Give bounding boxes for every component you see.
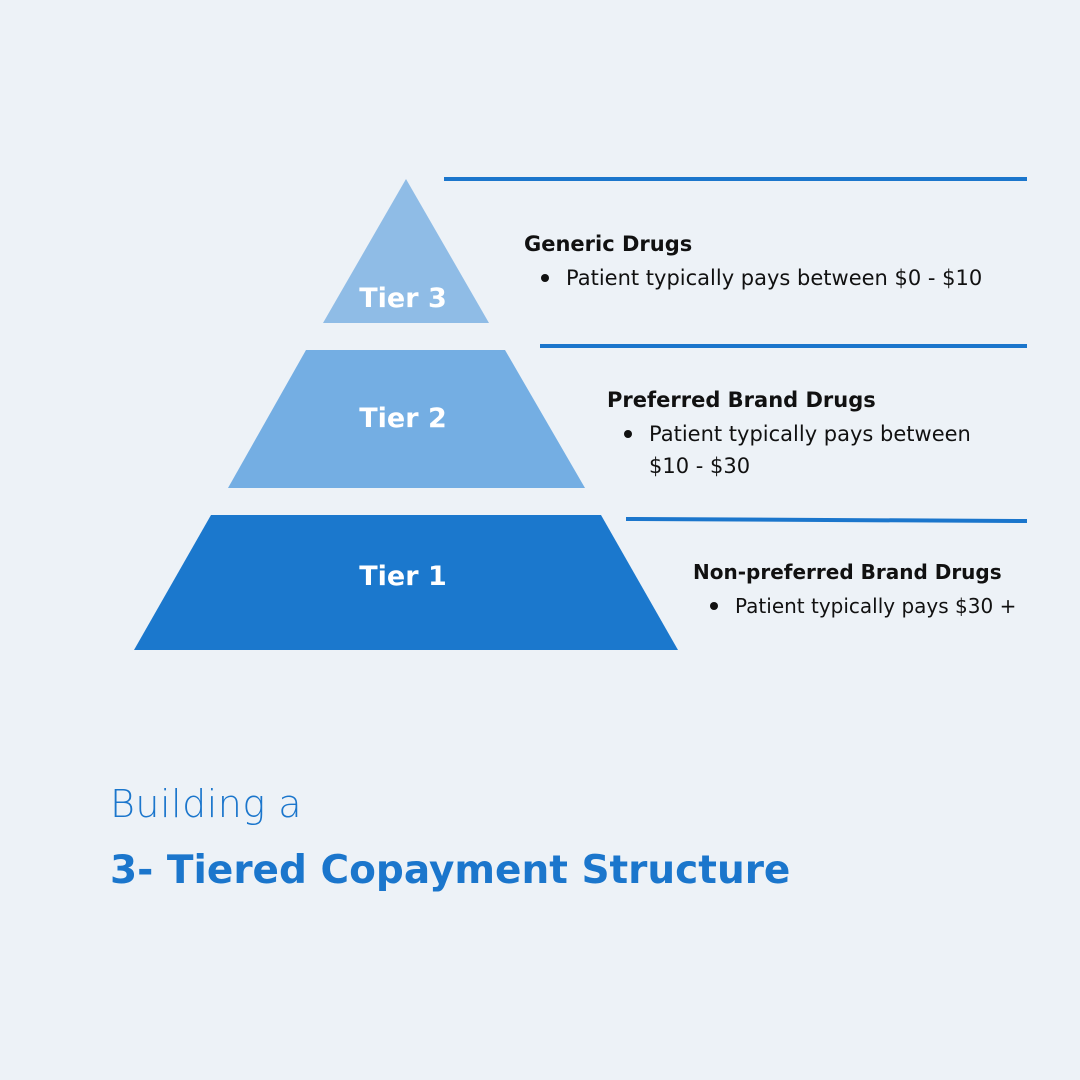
- tier2-bullet: Patient typically pays between $10 - $30: [623, 418, 1007, 482]
- tier1-bullet: Patient typically pays $30 +: [709, 590, 1073, 622]
- divider-line-tier1: [625, 517, 1028, 523]
- tier3-bullet: Patient typically pays between $0 - $10: [540, 262, 1044, 294]
- heading-title: 3- Tiered Copayment Structure: [110, 848, 791, 893]
- heading-subtitle: Building a: [110, 782, 303, 826]
- tier2-label: Tier 2: [359, 403, 447, 434]
- tier1-title: Non-preferred Brand Drugs: [693, 560, 1002, 584]
- pyramid-tier3-segment: [323, 179, 489, 323]
- tier3-title: Generic Drugs: [524, 232, 693, 256]
- tier3-info: Generic Drugs Patient typically pays bet…: [524, 230, 1044, 294]
- tier2-title: Preferred Brand Drugs: [607, 388, 876, 412]
- tier2-info: Preferred Brand Drugs Patient typically …: [607, 386, 1007, 482]
- tier3-label: Tier 3: [359, 283, 447, 314]
- tier1-info: Non-preferred Brand Drugs Patient typica…: [693, 558, 1073, 622]
- pyramid-tier2-segment: [228, 350, 585, 488]
- pyramid-tier1-segment: [134, 515, 678, 650]
- tier1-label: Tier 1: [359, 561, 447, 592]
